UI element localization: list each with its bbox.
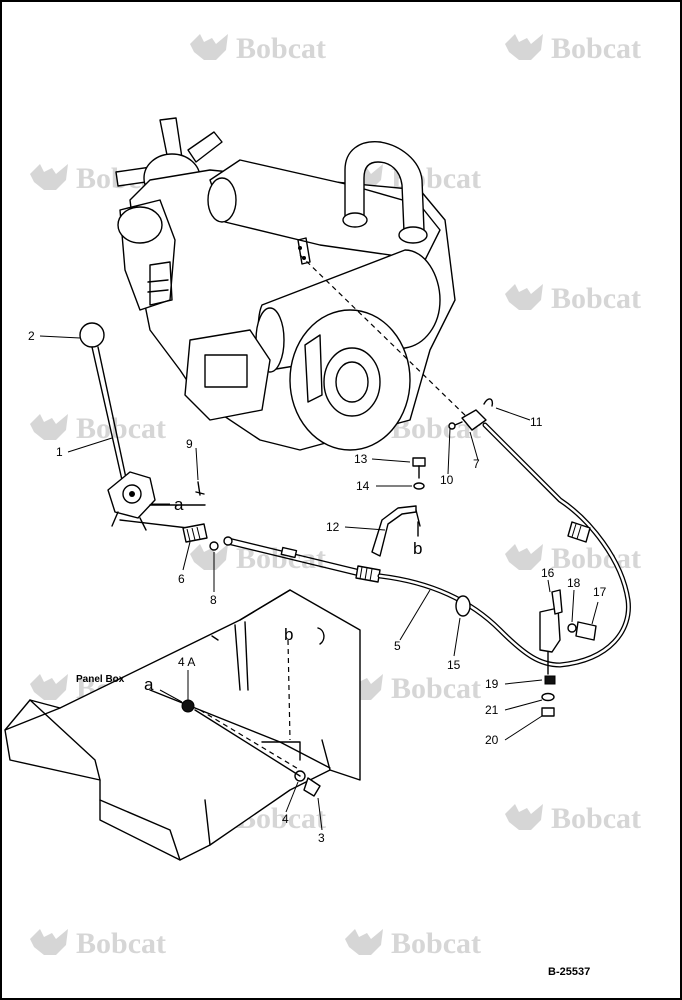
bracket-part-12 <box>371 505 417 557</box>
watermark: Bobcat <box>30 927 166 960</box>
callout-21: 21 <box>485 703 499 717</box>
callout-12: 12 <box>326 520 340 534</box>
callout-2: 2 <box>28 329 35 343</box>
reference-letter-a-panel: a <box>144 675 154 694</box>
callout-11: 11 <box>530 415 543 429</box>
callout-17: 17 <box>593 585 607 599</box>
callout-10: 10 <box>440 473 454 487</box>
pin-part-11 <box>483 398 494 407</box>
panel-box <box>4 589 361 861</box>
callout-15: 15 <box>447 658 461 672</box>
engine-assembly <box>115 117 456 451</box>
watermark-text: Bobcat <box>551 282 641 315</box>
callout-3: 3 <box>318 831 325 845</box>
watermark: Bobcat <box>505 32 641 65</box>
bobcat-logo-icon <box>30 414 68 440</box>
watermark: Bobcat <box>190 32 326 65</box>
watermark: Bobcat <box>345 672 481 705</box>
callout-19: 19 <box>485 677 499 691</box>
throttle-lever-part-1 <box>79 322 206 531</box>
watermark: Bobcat <box>345 927 481 960</box>
watermark-text: Bobcat <box>391 672 481 705</box>
bobcat-logo-icon <box>190 34 228 60</box>
watermark-text: Bobcat <box>76 927 166 960</box>
watermark: Bobcat <box>30 412 166 445</box>
part-6-8-9 <box>149 481 219 551</box>
watermark: Bobcat <box>505 542 641 575</box>
panel-box-label: Panel Box <box>76 674 125 685</box>
reference-letter-a-lever: a <box>174 495 184 514</box>
reference-letter-b-panel: b <box>284 625 293 644</box>
callout-5: 5 <box>394 639 401 653</box>
watermark-text: Bobcat <box>76 412 166 445</box>
throttle-cable-part-5 <box>223 422 631 668</box>
callout-13: 13 <box>354 452 368 466</box>
leader-lines <box>39 335 599 831</box>
callout-7: 7 <box>473 457 480 471</box>
watermark: Bobcat <box>505 802 641 835</box>
bolt-part-13-14 <box>412 457 426 490</box>
bracket-part-16 <box>539 589 597 717</box>
watermark-text: Bobcat <box>551 802 641 835</box>
bobcat-logo-icon <box>505 544 543 570</box>
watermark-text: Bobcat <box>551 32 641 65</box>
drawing-number: B-25537 <box>548 966 590 978</box>
bobcat-logo-icon <box>30 674 68 700</box>
callout-18: 18 <box>567 576 581 590</box>
callout-9: 9 <box>186 437 193 451</box>
part-4-a-marker: 4 A <box>178 655 195 669</box>
bobcat-logo-icon <box>345 929 383 955</box>
callout-4: 4 <box>282 812 289 826</box>
watermark-text: Bobcat <box>236 32 326 65</box>
callout-8: 8 <box>210 593 217 607</box>
callout-labels: 1 2 3 4 5 6 7 8 9 10 11 12 13 14 15 16 1… <box>28 329 607 978</box>
callout-14: 14 <box>356 479 370 493</box>
bobcat-logo-icon <box>30 929 68 955</box>
callout-20: 20 <box>485 733 499 747</box>
watermark-text: Bobcat <box>551 542 641 575</box>
bobcat-logo-icon <box>190 544 228 570</box>
bobcat-logo-icon <box>505 284 543 310</box>
callout-16: 16 <box>541 566 555 580</box>
watermark: Bobcat <box>505 282 641 315</box>
watermark-text: Bobcat <box>391 927 481 960</box>
callout-6: 6 <box>178 572 185 586</box>
bobcat-logo-icon <box>505 34 543 60</box>
bobcat-logo-icon <box>30 164 68 190</box>
clamp-part-7 <box>448 409 487 431</box>
reference-letter-b-bracket: b <box>413 539 422 558</box>
bobcat-logo-icon <box>505 804 543 830</box>
linkage-dashed-line <box>299 254 471 421</box>
panel-dashed-link <box>199 709 301 771</box>
callout-1: 1 <box>56 445 63 459</box>
